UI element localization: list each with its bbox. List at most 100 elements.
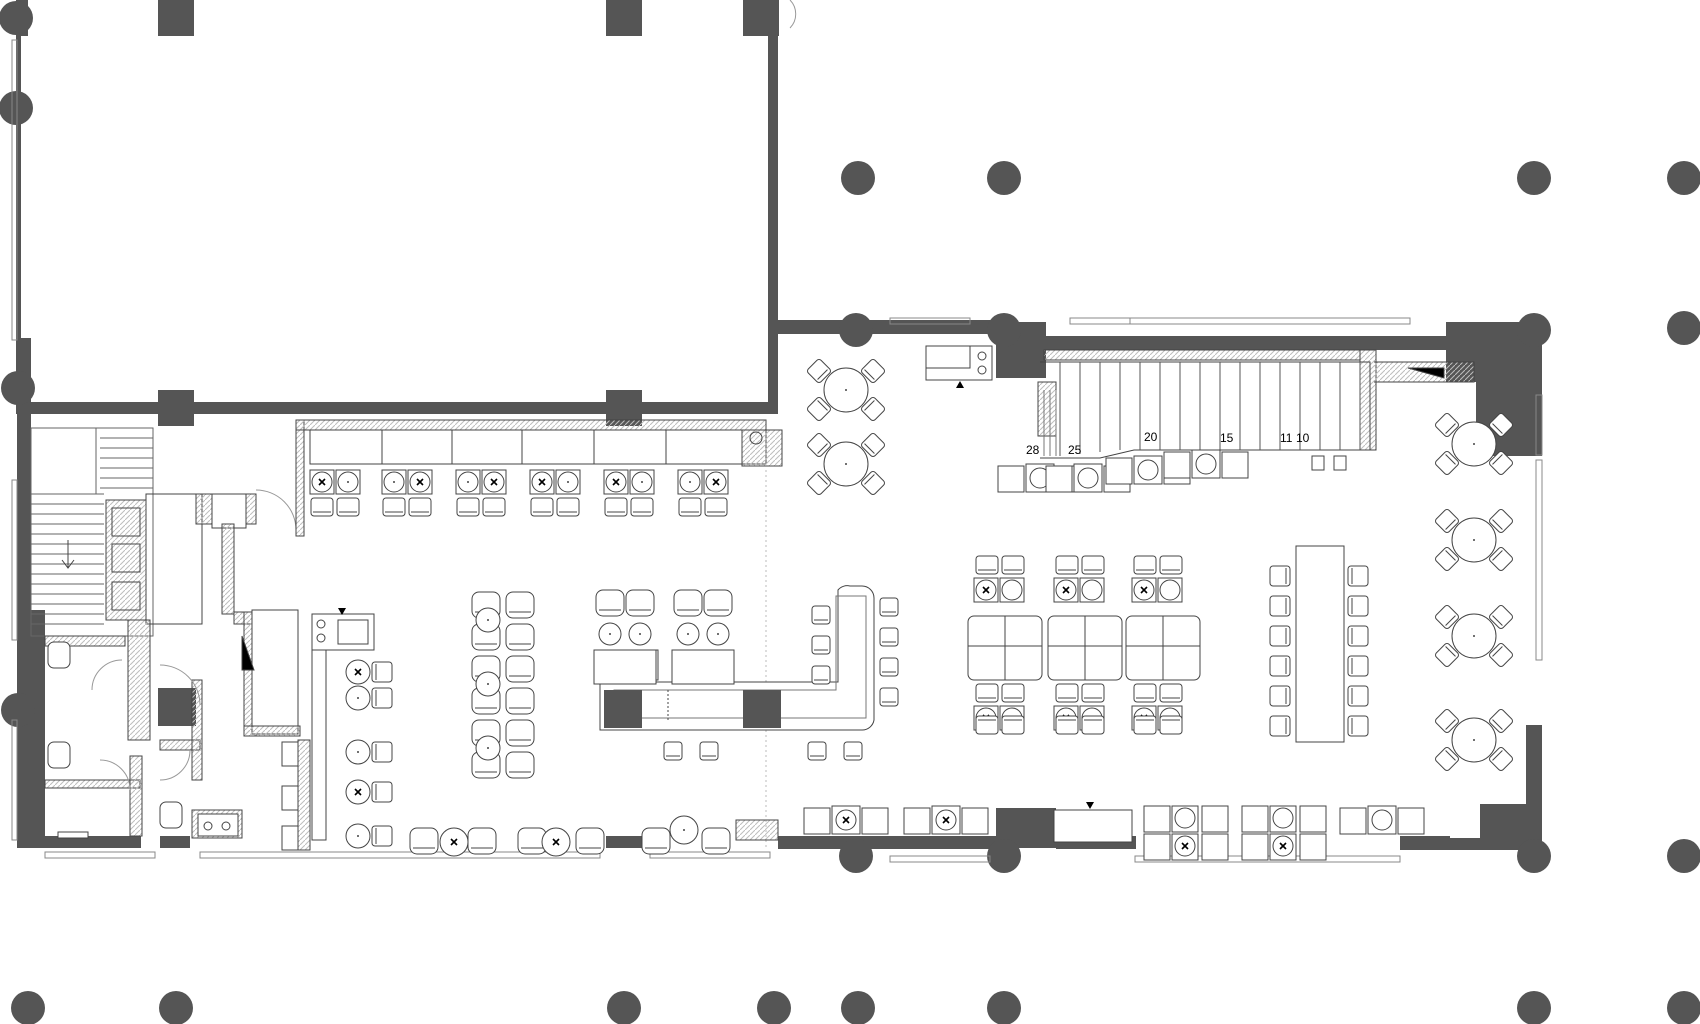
chair-icon: [505, 719, 535, 747]
table-top: [861, 807, 889, 835]
chair-icon: [704, 497, 728, 517]
chair-icon: [336, 497, 360, 517]
table-top: [1201, 833, 1229, 861]
column-icon: [841, 161, 875, 195]
column-icon: [839, 313, 873, 347]
column-icon: [757, 991, 791, 1024]
chair-icon: [1269, 655, 1291, 677]
column-icon: [159, 991, 193, 1024]
windows: [11, 39, 1543, 863]
column-icon: [0, 91, 33, 125]
chair-icon: [371, 661, 393, 683]
chair-icon: [1489, 509, 1513, 533]
triangle-marker-icon: [338, 608, 346, 615]
chair-icon: [1055, 555, 1079, 575]
chair-icon: [1347, 655, 1369, 677]
table-top: [997, 465, 1025, 493]
triangle-marker-icon: [956, 381, 964, 388]
chair-icon: [807, 433, 831, 457]
chair-icon: [1489, 605, 1513, 629]
chair-icon: [1347, 595, 1369, 617]
column-icon: [0, 1, 33, 35]
chair-icon: [530, 497, 554, 517]
stair-number: 20: [1144, 430, 1158, 444]
table-top: [1299, 805, 1327, 833]
chair-icon: [1269, 625, 1291, 647]
direction-markers: [338, 381, 1094, 809]
chair-icon: [482, 497, 506, 517]
table-marker-x-icon: [490, 478, 498, 486]
table-top: [1241, 805, 1269, 833]
column-icon: [987, 313, 1021, 347]
chair-icon: [575, 827, 605, 855]
chair-icon: [604, 497, 628, 517]
chair-icon: [678, 497, 702, 517]
chair-icon: [811, 635, 831, 655]
chair-icon: [861, 433, 885, 457]
column-icon: [987, 161, 1021, 195]
chair-icon: [1001, 555, 1025, 575]
table-top: [961, 807, 989, 835]
chair-icon: [1435, 605, 1459, 629]
chair-icon: [1081, 715, 1105, 735]
chair-icon: [1489, 547, 1513, 571]
table-marker-x-icon: [942, 816, 950, 824]
table-marker-x-icon: [318, 478, 326, 486]
chair-icon: [1435, 509, 1459, 533]
chair-icon: [1435, 547, 1459, 571]
banquette: [593, 649, 657, 685]
table-top: [803, 807, 831, 835]
column-icon: [987, 839, 1021, 873]
table-marker-x-icon: [712, 478, 720, 486]
table-top: [1143, 805, 1171, 833]
chair-icon: [703, 589, 733, 617]
chair-icon: [1489, 413, 1513, 437]
table-marker-x-icon: [1181, 842, 1189, 850]
table-top: [1045, 465, 1073, 493]
chair-icon: [1001, 683, 1025, 703]
table-top: [1143, 833, 1171, 861]
table-marker-x-icon: [450, 838, 458, 846]
chair-icon: [625, 589, 655, 617]
main-staircase: [925, 345, 1475, 471]
chair-icon: [408, 497, 432, 517]
chair-icon: [879, 627, 899, 647]
chair-icon: [811, 605, 831, 625]
chair-icon: [1081, 683, 1105, 703]
chair-icon: [630, 497, 654, 517]
table-marker-x-icon: [1279, 842, 1287, 850]
chair-icon: [505, 655, 535, 683]
column-icon: [987, 991, 1021, 1024]
chair-icon: [1347, 625, 1369, 647]
chair-icon: [467, 827, 497, 855]
chair-icon: [1159, 555, 1183, 575]
chair-icon: [1159, 715, 1183, 735]
chair-icon: [975, 555, 999, 575]
column-icon: [1517, 991, 1551, 1024]
stair-number: 15: [1220, 431, 1234, 445]
chair-icon: [807, 471, 831, 495]
chair-icon: [663, 741, 683, 761]
chair-icon: [456, 497, 480, 517]
stair-numbers: 28 25 20 15 11 10: [1026, 430, 1310, 457]
chair-icon: [811, 665, 831, 685]
wall-column-caps: [20, 0, 779, 426]
chair-icon: [1269, 685, 1291, 707]
triangle-marker-icon: [1086, 802, 1094, 809]
column-icon: [1667, 991, 1700, 1024]
chair-icon: [1435, 643, 1459, 667]
table-marker-x-icon: [1062, 586, 1070, 594]
chair-icon: [1489, 451, 1513, 475]
banquette: [671, 649, 735, 685]
table-marker-x-icon: [416, 478, 424, 486]
chair-icon: [505, 623, 535, 651]
chair-icon: [505, 751, 535, 779]
table-top: [1241, 833, 1269, 861]
column-icon: [1, 371, 35, 405]
table-marker-x-icon: [982, 586, 990, 594]
chair-icon: [1081, 555, 1105, 575]
chair-icon: [1055, 683, 1079, 703]
chair-icon: [879, 597, 899, 617]
